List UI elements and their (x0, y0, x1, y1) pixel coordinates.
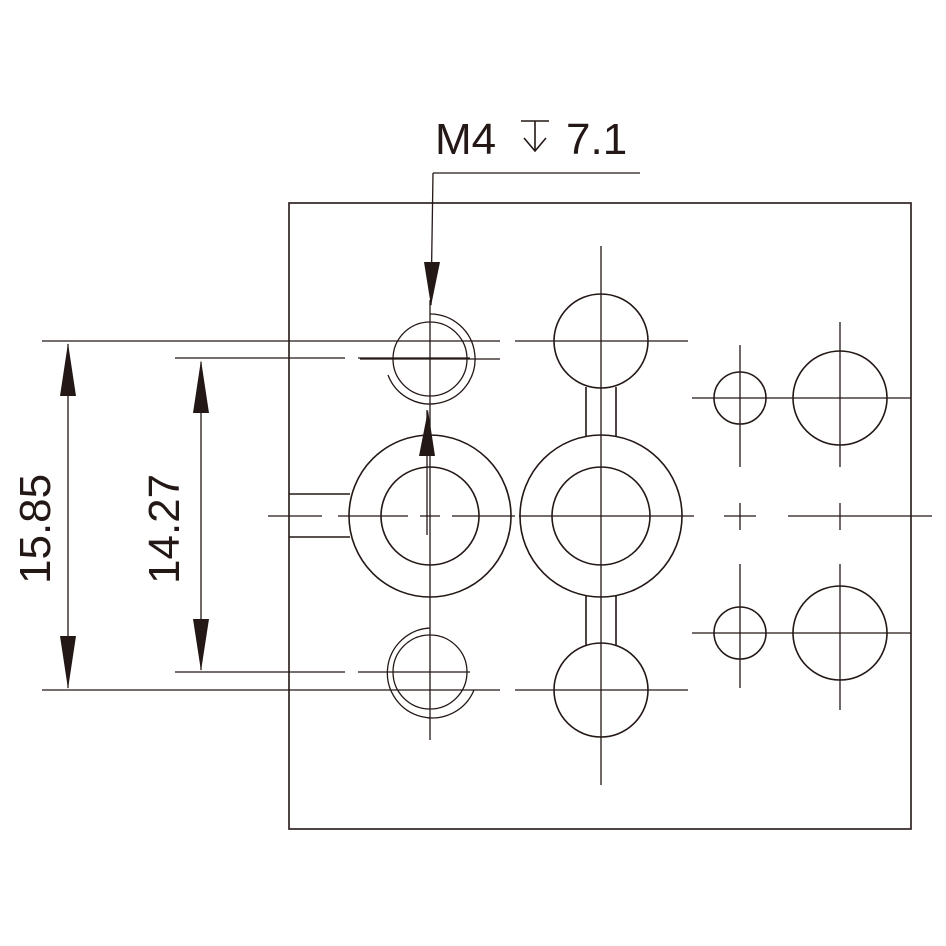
dimension-outer: 15.85 (11, 340, 500, 691)
depth-icon (521, 120, 549, 153)
column-4-holes (790, 322, 911, 710)
dimension-inner-label: 14.27 (140, 474, 189, 584)
thread-callout: M4 7.1 (419, 115, 640, 535)
dimension-outer-label: 15.85 (11, 474, 60, 584)
thread-depth-label: 7.1 (566, 115, 627, 164)
column-3-holes (692, 345, 790, 688)
callout-arrowhead-up (419, 410, 435, 456)
column-1-holes (289, 300, 512, 740)
dimension-inner: 14.27 (140, 357, 470, 673)
thread-size-label: M4 (435, 115, 496, 164)
callout-arrowhead-down (424, 262, 440, 306)
